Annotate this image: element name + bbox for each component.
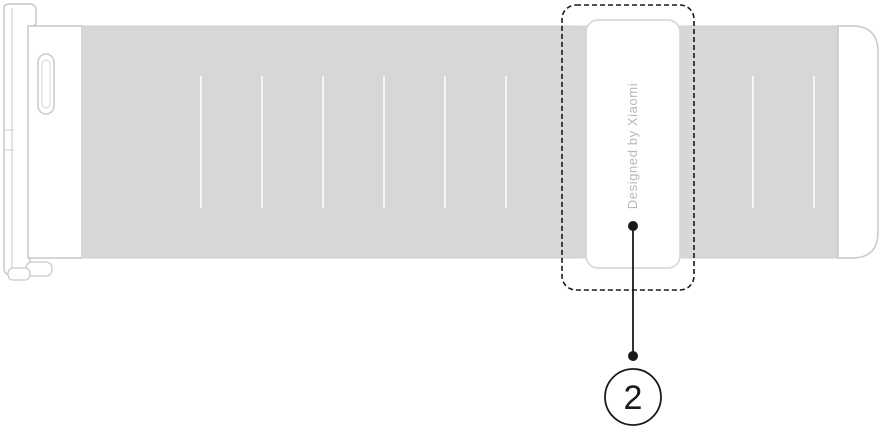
engraving-text: Designed by Xiaomi bbox=[625, 83, 640, 209]
strap-stitch-lines bbox=[200, 76, 815, 208]
callout-leader bbox=[628, 221, 638, 361]
strap-keeper-loop: Designed by Xiaomi bbox=[580, 19, 686, 269]
callout-marker: 2 bbox=[604, 368, 662, 426]
strap-tip bbox=[837, 25, 879, 259]
strap-body bbox=[82, 25, 838, 259]
highlight-dashed-box bbox=[561, 4, 695, 291]
callout-number: 2 bbox=[624, 379, 643, 417]
strap-connector bbox=[27, 25, 83, 259]
